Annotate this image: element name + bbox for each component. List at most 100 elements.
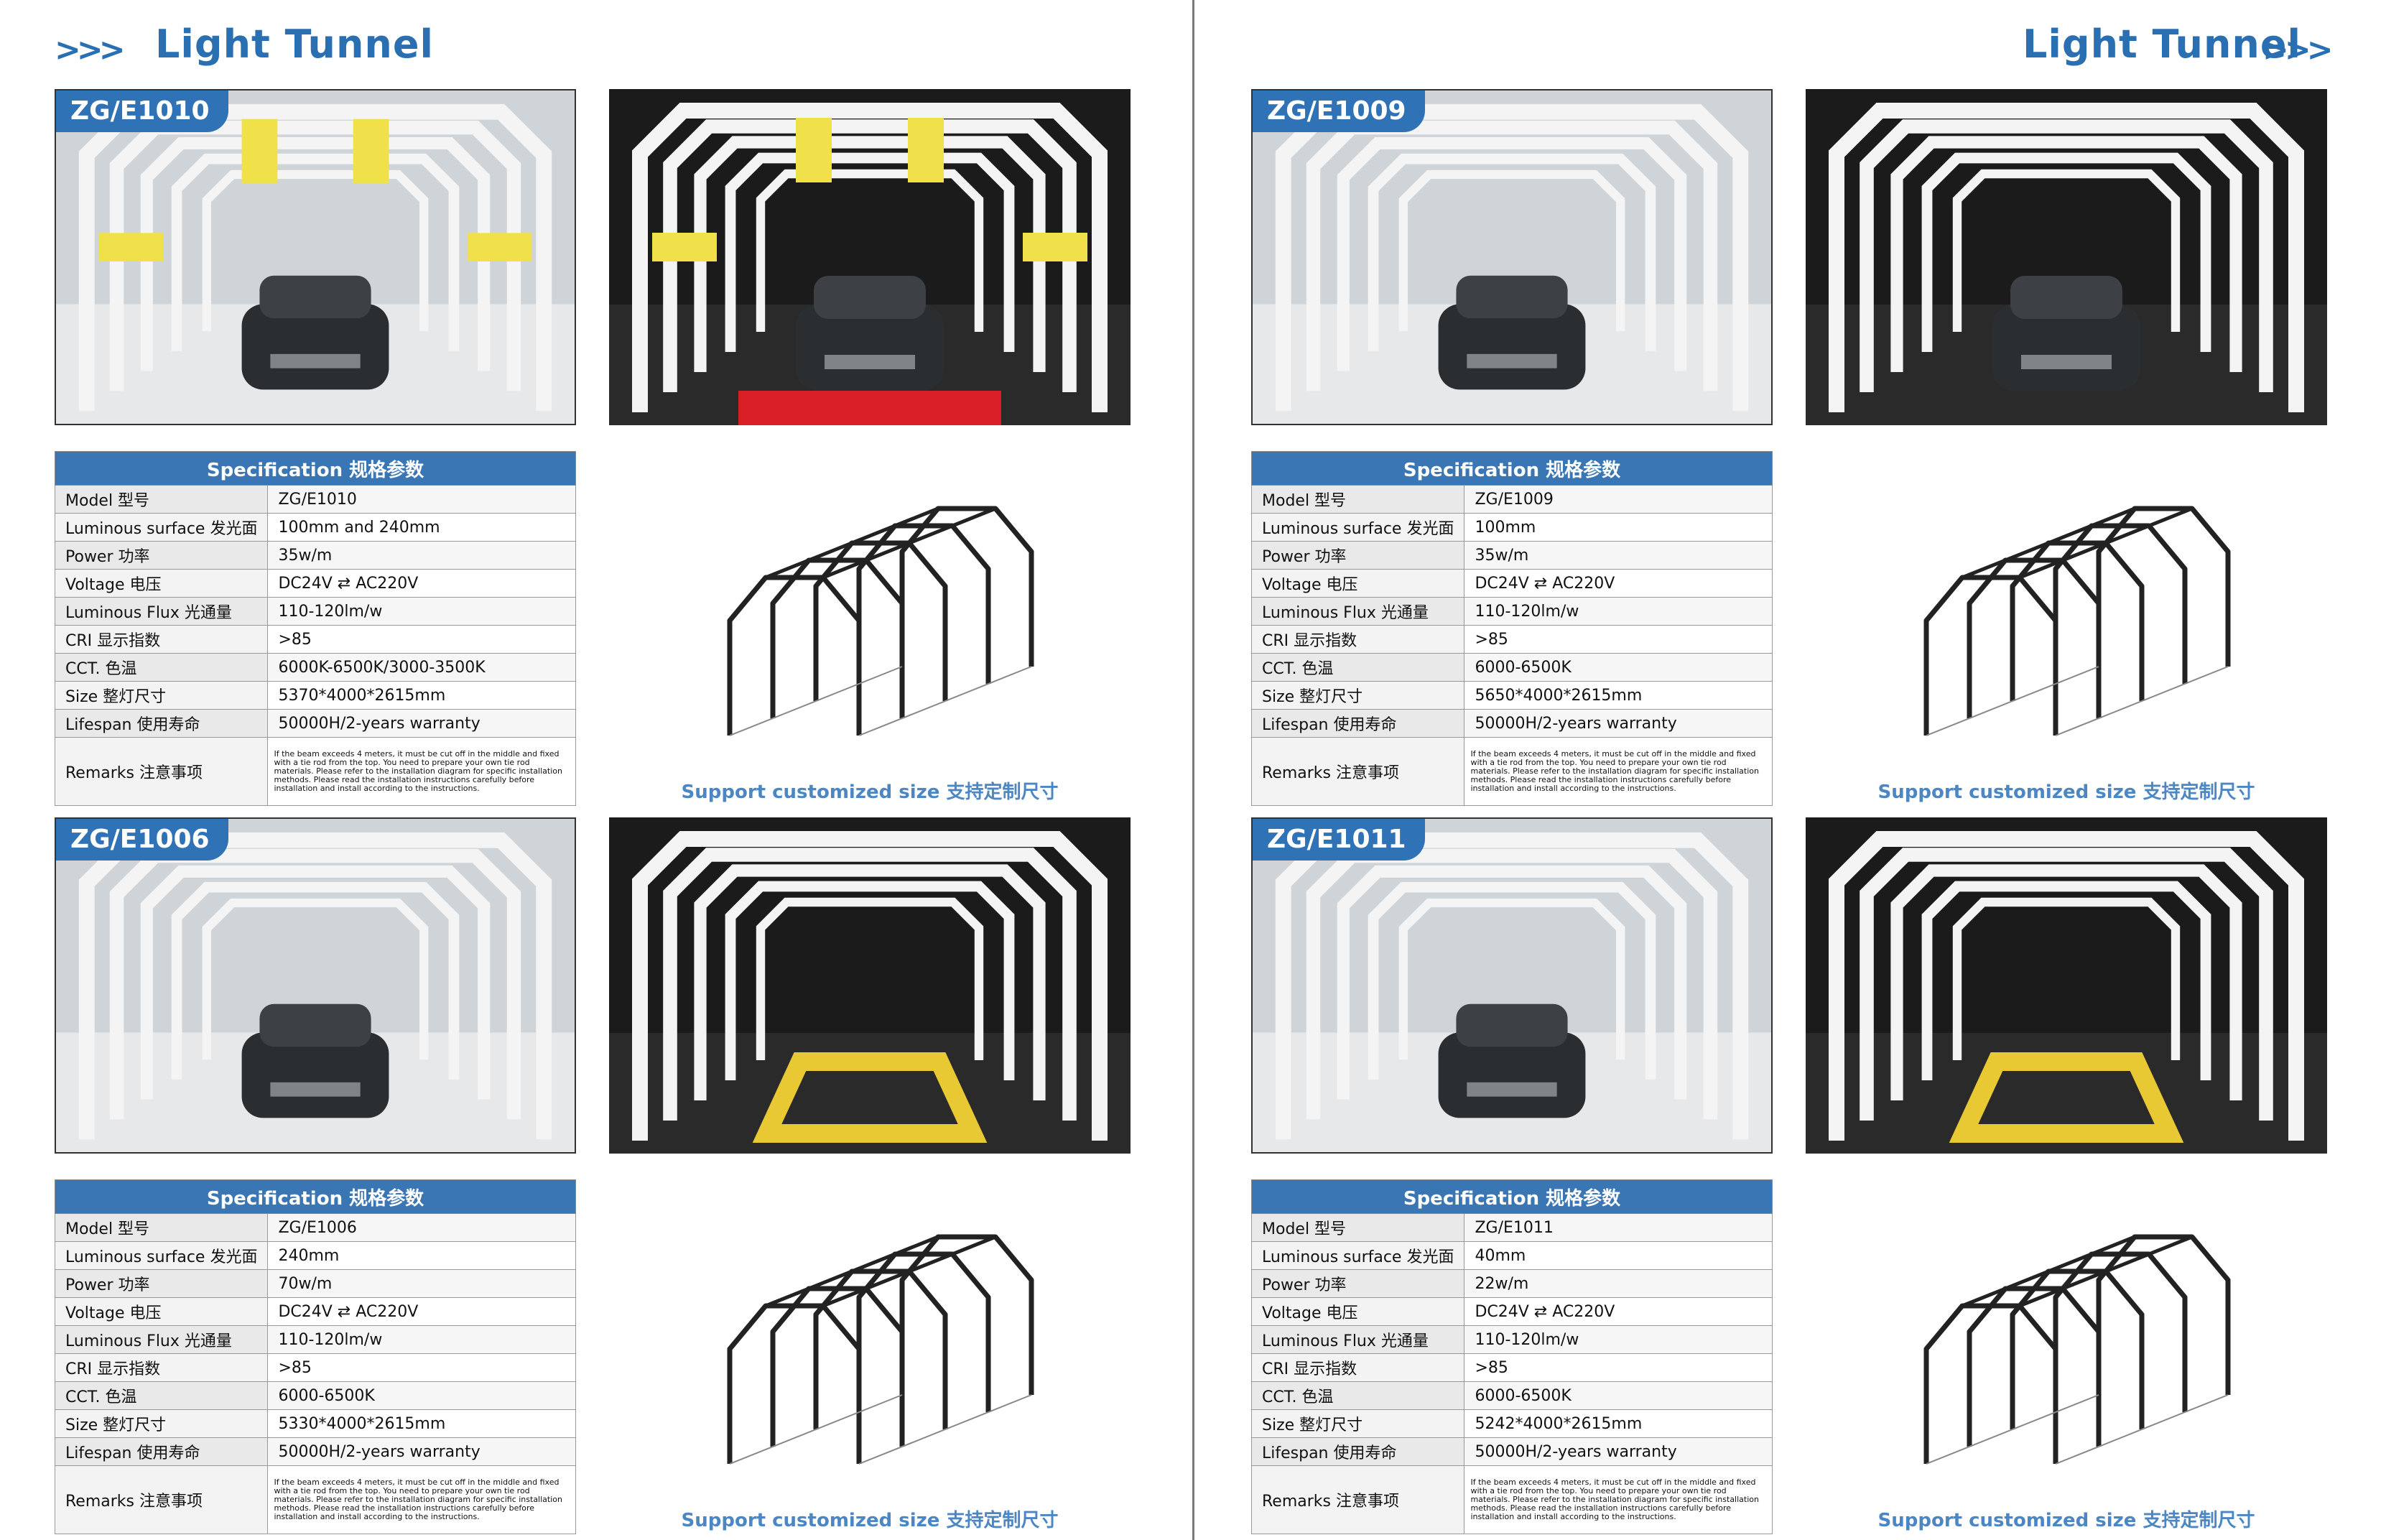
spec-value: 5370*4000*2615mm xyxy=(267,681,576,710)
spec-value: 22w/m xyxy=(1464,1269,1773,1298)
product-photo-showroom xyxy=(609,89,1131,425)
spec-value: 6000-6500K xyxy=(1464,653,1773,682)
spec-value: 70w/m xyxy=(267,1269,576,1298)
spec-value: ZG/E1011 xyxy=(1464,1213,1773,1242)
spec-label: CCT. 色温 xyxy=(1250,653,1465,682)
support-customized-note: Support customized size 支持定制尺寸 xyxy=(1877,781,2255,803)
spec-label: Power 功率 xyxy=(54,1269,269,1298)
spec-label: Model 型号 xyxy=(54,1213,269,1242)
spec-row-cri: CRI 显示指数>85 xyxy=(54,625,576,654)
tunnel-photo-art xyxy=(609,817,1131,1154)
model-badge: ZG/E1006 xyxy=(56,819,228,861)
model-badge: ZG/E1011 xyxy=(1253,819,1425,861)
spec-label: Voltage 电压 xyxy=(54,1297,269,1326)
spec-table-header: Specification 规格参数 xyxy=(55,451,576,486)
spec-label: CCT. 色温 xyxy=(54,653,269,682)
spec-label: Voltage 电压 xyxy=(1250,1297,1465,1326)
spec-label: Luminous surface 发光面 xyxy=(1250,1241,1465,1270)
spec-label: Model 型号 xyxy=(1250,1213,1465,1242)
spec-label: CCT. 色温 xyxy=(1250,1381,1465,1410)
spec-label: Power 功率 xyxy=(1250,541,1465,570)
spec-label: Power 功率 xyxy=(54,541,269,570)
product-photo-render: ZG/E1006 xyxy=(55,817,576,1154)
structure-drawing xyxy=(1912,1220,2242,1493)
product-photo-showroom xyxy=(1806,817,2327,1154)
spec-value: ZG/E1009 xyxy=(1464,485,1773,514)
spec-label: Luminous surface 发光面 xyxy=(1250,513,1465,542)
spec-table-header: Specification 规格参数 xyxy=(1251,1179,1773,1214)
spec-label: Size 整灯尺寸 xyxy=(54,1409,269,1438)
spec-value: 6000K-6500K/3000-3500K xyxy=(267,653,576,682)
structure-drawing xyxy=(715,491,1046,764)
spec-label: CRI 显示指数 xyxy=(54,1353,269,1382)
spec-label: Remarks 注意事项 xyxy=(54,737,269,806)
remark-text: If the beam exceeds 4 meters, it must be… xyxy=(267,1465,576,1534)
tunnel-photo-art xyxy=(56,819,575,1152)
spec-label: Size 整灯尺寸 xyxy=(54,681,269,710)
spec-value: 110-120lm/w xyxy=(267,597,576,626)
spec-label: Voltage 电压 xyxy=(54,569,269,598)
spec-row-cri: CRI 显示指数>85 xyxy=(1250,625,1773,654)
spec-value: 50000H/2-years warranty xyxy=(1464,709,1773,738)
spec-value: 40mm xyxy=(1464,1241,1773,1270)
spec-value: 35w/m xyxy=(1464,541,1773,570)
spec-value: 6000-6500K xyxy=(267,1381,576,1410)
spec-value: DC24V ⇄ AC220V xyxy=(267,569,576,598)
spec-value: 100mm xyxy=(1464,513,1773,542)
spec-value: 50000H/2-years warranty xyxy=(267,1437,576,1466)
spec-value: DC24V ⇄ AC220V xyxy=(267,1297,576,1326)
model-badge: ZG/E1009 xyxy=(1253,91,1425,132)
spec-value: ZG/E1006 xyxy=(267,1213,576,1242)
spec-value: >85 xyxy=(1464,1353,1773,1382)
product-photo-showroom xyxy=(1806,89,2327,425)
spec-row-cri: CRI 显示指数>85 xyxy=(1250,1353,1773,1382)
tunnel-line-drawing xyxy=(727,506,1034,736)
spec-label: CCT. 色温 xyxy=(54,1381,269,1410)
spec-label: Luminous Flux 光通量 xyxy=(1250,597,1465,626)
spec-value: ZG/E1010 xyxy=(267,485,576,514)
structure-drawing xyxy=(1912,491,2242,764)
spec-value: 110-120lm/w xyxy=(267,1325,576,1354)
spec-label: Model 型号 xyxy=(1250,485,1465,514)
chevron-icon-right: >>> xyxy=(2262,32,2334,68)
spec-label: CRI 显示指数 xyxy=(1250,1353,1465,1382)
spec-label: CRI 显示指数 xyxy=(54,625,269,654)
remark-text: If the beam exceeds 4 meters, it must be… xyxy=(267,737,576,806)
spec-label: CRI 显示指数 xyxy=(1250,625,1465,654)
structure-drawing xyxy=(715,1220,1046,1493)
tunnel-photo-art xyxy=(1253,819,1771,1152)
spec-value: >85 xyxy=(1464,625,1773,654)
support-customized-note: Support customized size 支持定制尺寸 xyxy=(681,781,1059,803)
spec-value: 110-120lm/w xyxy=(1464,597,1773,626)
